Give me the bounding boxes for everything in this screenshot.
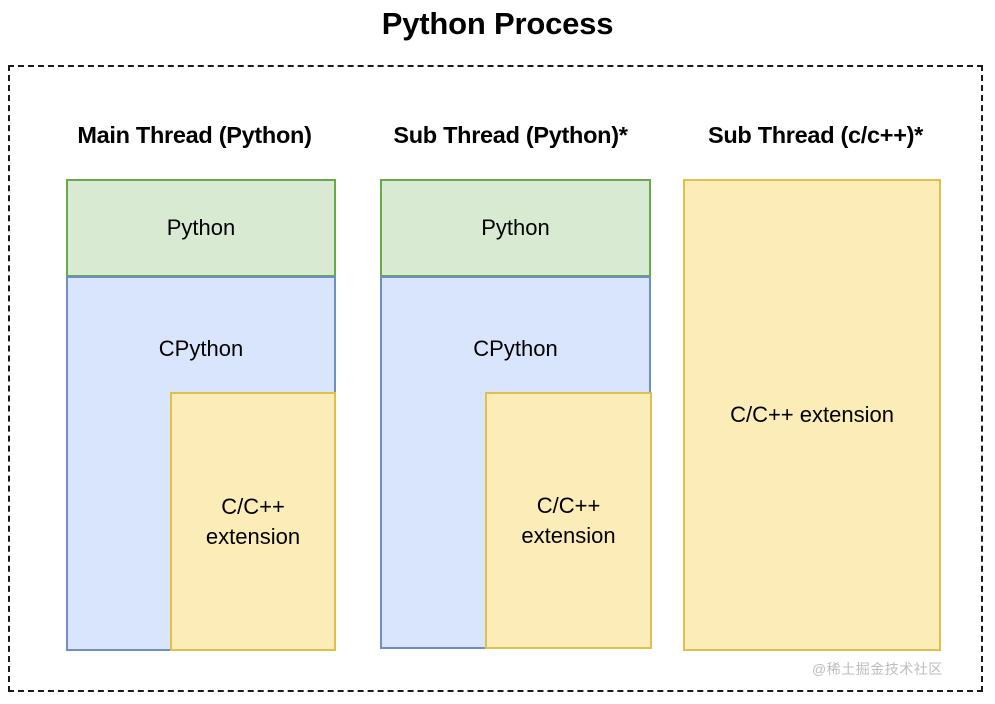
layer-label: Python — [481, 215, 550, 241]
layer-label: Python — [166, 215, 236, 241]
layer-label: C/C++extension — [521, 492, 616, 548]
column-header-sub-thread-python: Sub Thread (Python)* — [393, 122, 628, 148]
main-thread-extension-layer: C/C++extension — [170, 392, 336, 651]
sub-thread-c-cpp-extension-layer: C/C++ extension — [683, 179, 941, 651]
layer-label: C/C++ extension — [730, 402, 894, 428]
layer-label: CPython — [473, 336, 558, 361]
python-process-boundary — [8, 65, 983, 692]
sub-thread-python-extension-layer: C/C++extension — [485, 392, 652, 649]
column-header-main-thread: Main Thread (Python) — [77, 122, 312, 148]
layer-label: C/C++extension — [205, 493, 301, 549]
layer-label: CPython — [158, 336, 244, 361]
sub-thread-python-python-layer: Python — [380, 179, 651, 277]
main-thread-python-layer: Python — [66, 179, 336, 277]
page-title: Python Process — [381, 6, 614, 41]
watermark: @稀土掘金技术社区 — [812, 661, 943, 677]
column-header-sub-thread-c-cpp: Sub Thread (c/c++)* — [707, 122, 923, 148]
